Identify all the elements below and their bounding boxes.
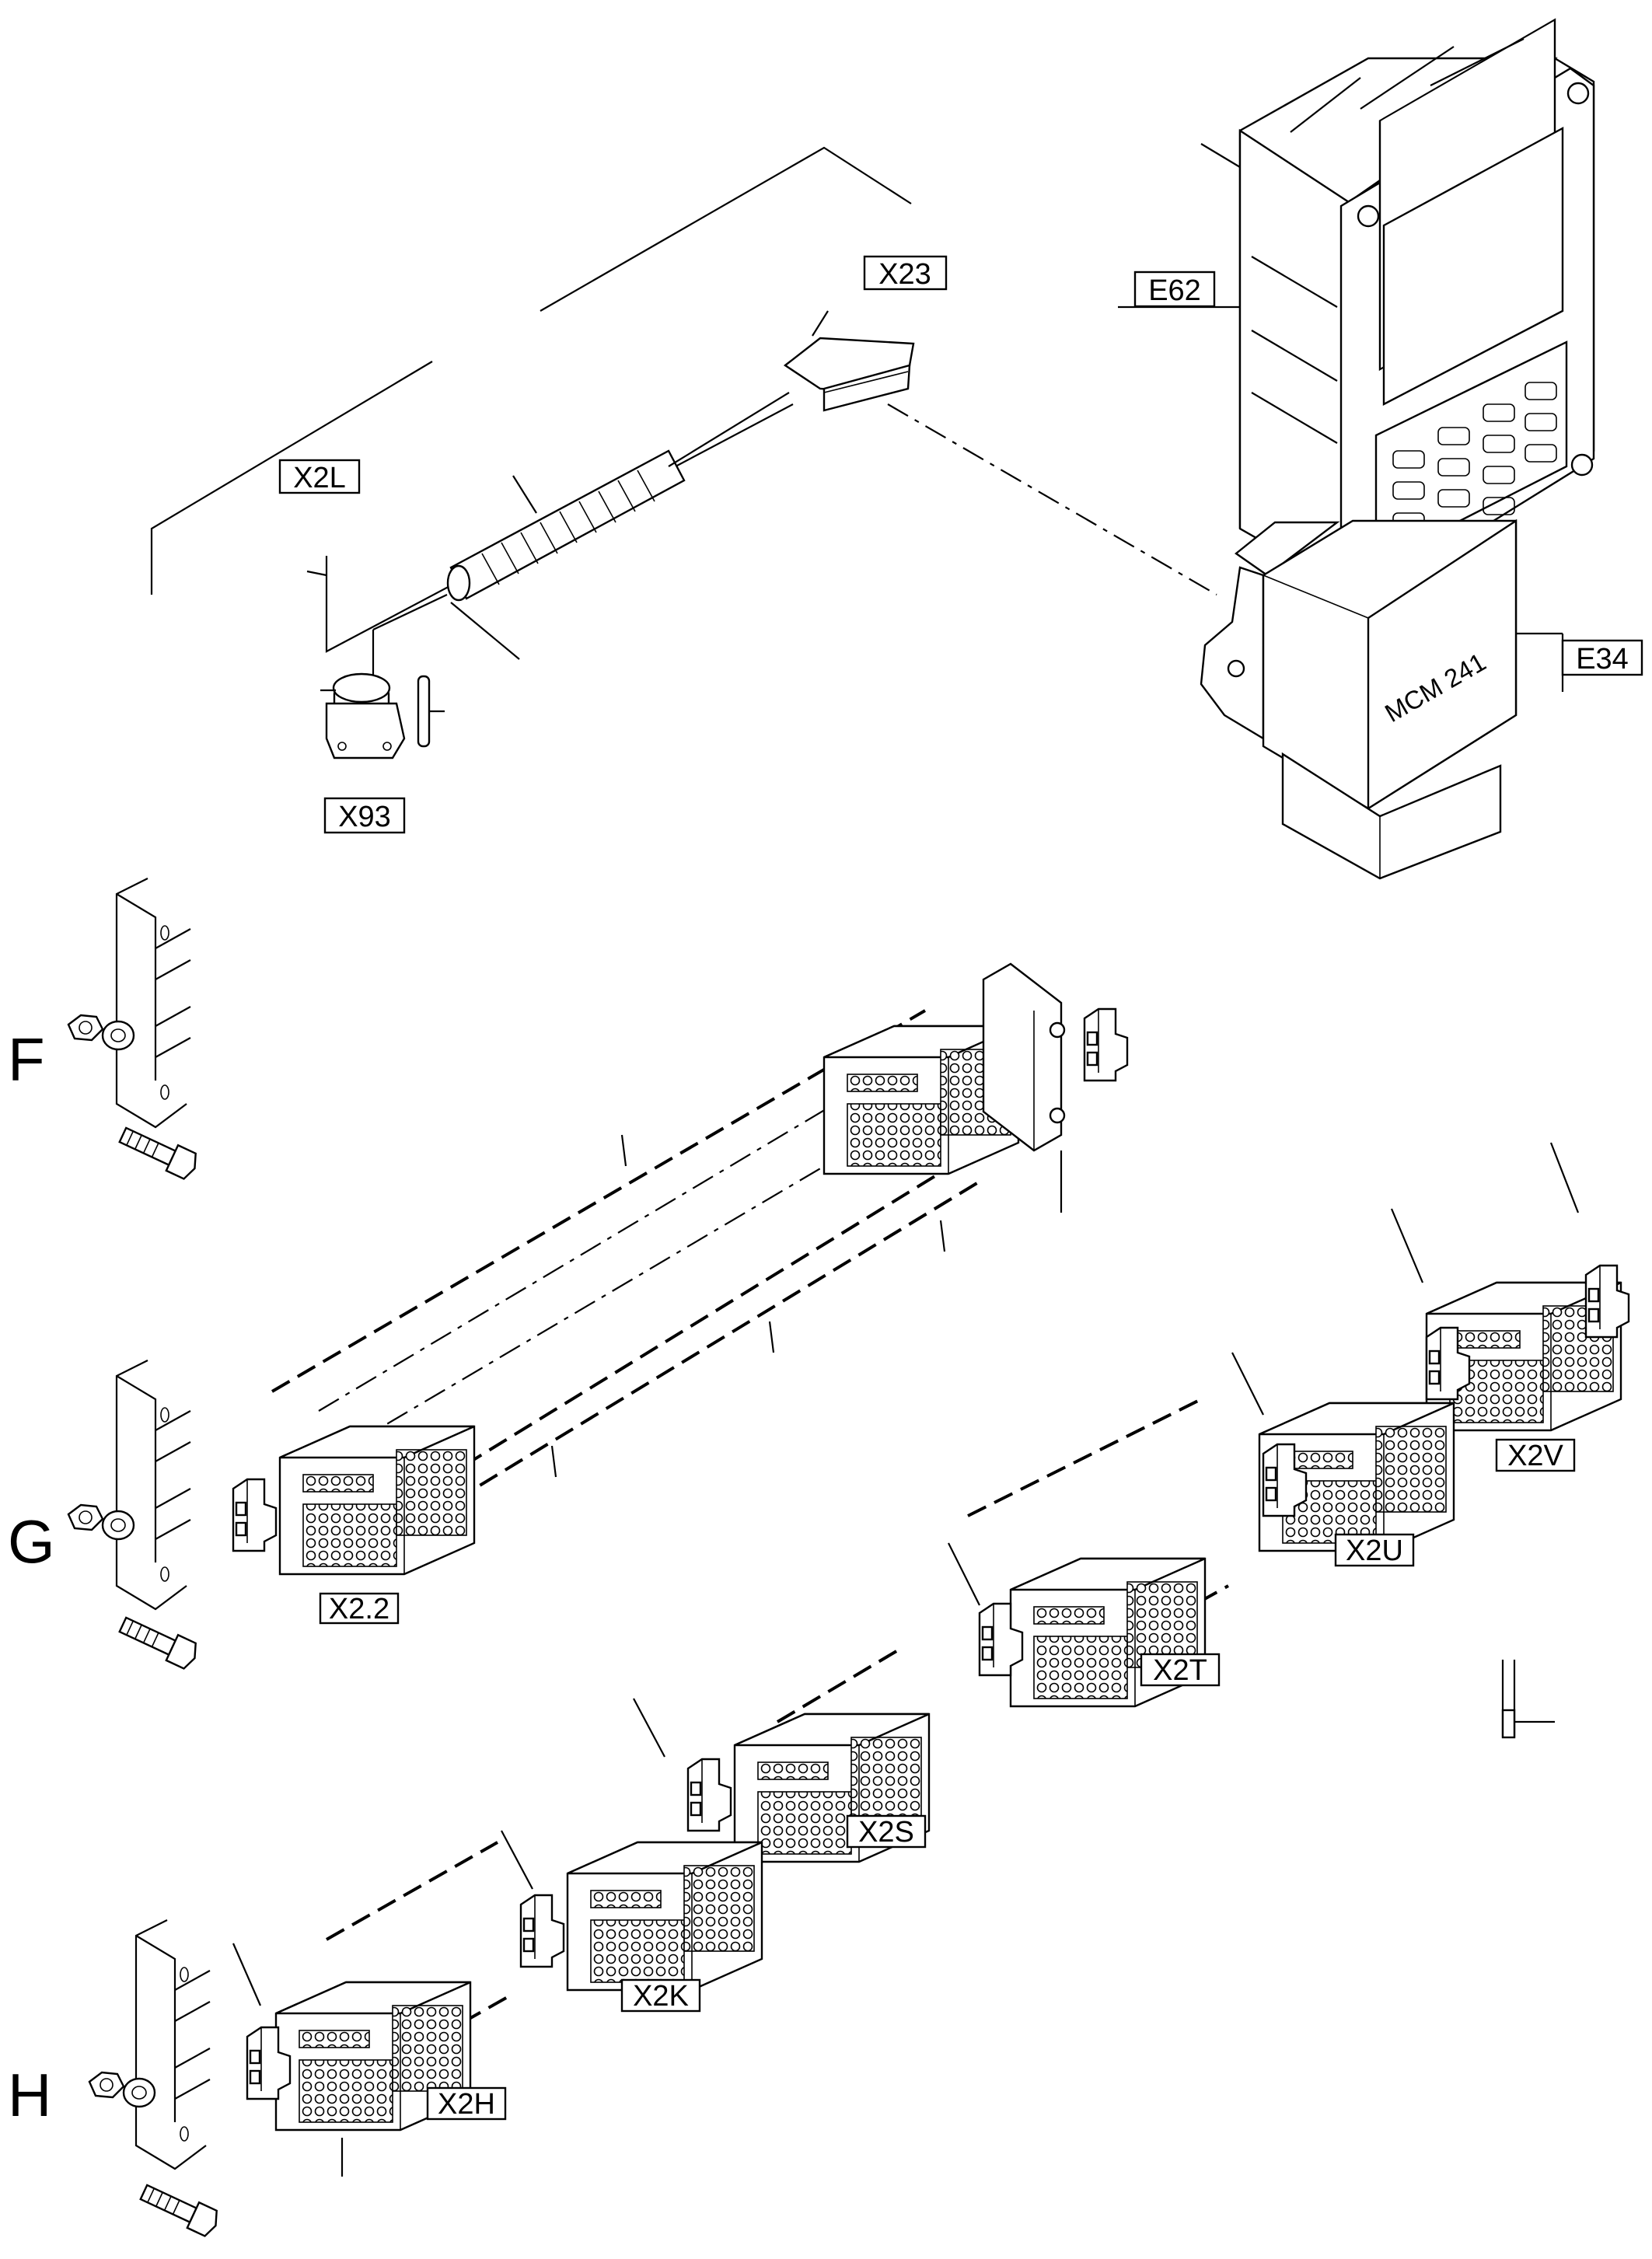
label-x2v: X2V	[1495, 1438, 1576, 1472]
svg-text:X23: X23	[878, 258, 931, 291]
label-x23: X23	[863, 255, 948, 291]
svg-text:E62: E62	[1148, 274, 1201, 307]
x2v-terminal-module	[1390, 1142, 1630, 1432]
wire-pin	[1501, 1660, 1555, 1739]
x2k-terminal-module	[501, 1830, 763, 1992]
connection-line	[887, 403, 1217, 595]
svg-text:X2T: X2T	[1153, 1654, 1207, 1687]
x23-connector	[783, 310, 915, 412]
svg-text:X2K: X2K	[633, 1980, 689, 2013]
label-e62: E62	[1133, 271, 1216, 308]
x2u-terminal-module	[1231, 1352, 1455, 1552]
label-x2t: X2T	[1140, 1653, 1221, 1687]
svg-text:X2H: X2H	[438, 2088, 495, 2121]
e34-mcm-unit	[1200, 518, 1564, 880]
svg-text:E34: E34	[1576, 643, 1629, 676]
label-x93: X93	[323, 797, 406, 834]
label-x2-2: X2.2	[319, 1592, 400, 1625]
svg-text:X2S: X2S	[858, 1816, 914, 1849]
label-x2l: X2L	[278, 459, 361, 494]
x2s-terminal-module	[633, 1646, 931, 1863]
x2-2-rail-assembly	[232, 962, 1129, 1576]
label-e34: E34	[1561, 639, 1643, 676]
section-g: G	[8, 1507, 55, 1576]
harness-outline	[150, 146, 912, 653]
svg-text:X2L: X2L	[293, 462, 346, 494]
svg-text:X93: X93	[338, 801, 391, 833]
svg-text:X2V: X2V	[1507, 1440, 1563, 1472]
corrugated-sleeve	[372, 392, 790, 676]
section-h: H	[8, 2061, 51, 2129]
section-f: F	[8, 1025, 45, 1094]
label-x2u: X2U	[1334, 1533, 1415, 1567]
e62-display-unit	[1118, 18, 1595, 600]
x2h-terminal-module	[232, 1841, 514, 2177]
svg-text:X2.2: X2.2	[329, 1593, 389, 1625]
label-x2k: X2K	[620, 1978, 701, 2013]
x93-connector	[320, 672, 445, 759]
svg-text:X2U: X2U	[1346, 1535, 1403, 1567]
label-x2s: X2S	[846, 1814, 927, 1849]
x2t-terminal-module	[948, 1398, 1229, 1708]
label-x2h: X2H	[426, 2086, 507, 2121]
